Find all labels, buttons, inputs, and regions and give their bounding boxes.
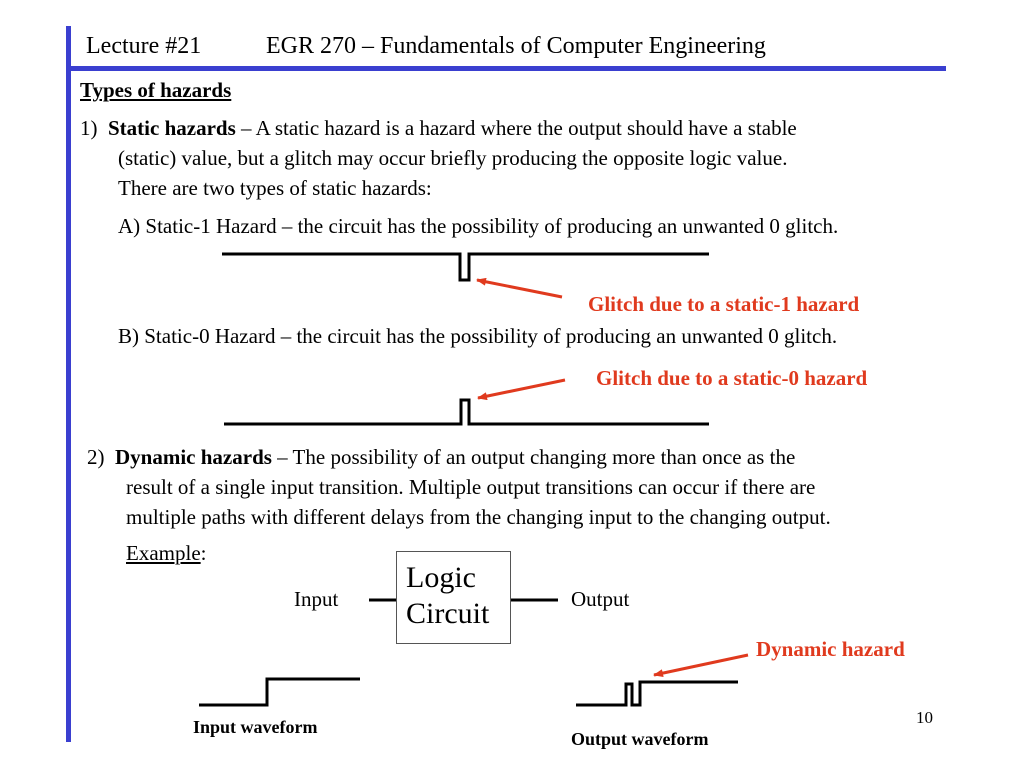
example-label: Example: [126,541,206,566]
glitch-static-1-label: Glitch due to a static-1 hazard [588,292,860,316]
static-0-glitch-waveform [224,398,709,426]
output-waveform-label: Output waveform [571,729,709,749]
dynamic-number: 2) [87,445,105,469]
static-number: 1) [80,116,98,140]
static-line-3: There are two types of static hazards: [118,176,432,200]
static-line1-rest: – A static hazard is a hazard where the … [235,116,797,140]
logic-circuit-box: Logic Circuit [396,551,511,644]
static-term: Static hazards [108,116,236,140]
glitch-static-0-label: Glitch due to a static-0 hazard [596,366,868,390]
input-waveform-label: Input waveform [193,717,318,737]
dynamic-line-3: multiple paths with different delays fro… [126,505,831,529]
page-number: 10 [916,708,933,727]
section-title: Types of hazards [80,78,232,102]
red-arrow-icon [653,653,749,678]
dynamic-line-1: 2) Dynamic hazards – The possibility of … [87,442,992,472]
left-accent-bar [66,26,71,742]
dynamic-line1-rest: – The possibility of an output changing … [271,445,796,469]
logic-box-line-2: Circuit [406,597,490,630]
dynamic-term: Dynamic hazards [115,445,272,469]
static-0-description: B) Static-0 Hazard – the circuit has the… [118,324,838,348]
dynamic-hazard-label: Dynamic hazard [756,637,905,661]
dynamic-hazards-paragraph: 2) Dynamic hazards – The possibility of … [87,442,992,532]
lecture-number: Lecture #21 [86,33,202,59]
example-word: Example [126,541,201,565]
logic-box-line-1: Logic [406,561,476,594]
red-arrow-icon [476,277,563,299]
static-1-description: A) Static-1 Hazard – the circuit has the… [118,214,839,238]
header-underline-bar [66,66,946,71]
output-label: Output [571,587,630,611]
red-arrow-icon [477,378,566,401]
static-hazards-paragraph: 1) Static hazards – A static hazard is a… [80,113,960,203]
input-step-waveform [199,677,360,707]
output-dynamic-waveform [576,680,738,707]
course-title: EGR 270 – Fundamentals of Computer Engin… [266,33,766,59]
example-colon: : [200,541,207,565]
static-line-2: (static) value, but a glitch may occur b… [118,146,788,170]
dynamic-line-2: result of a single input transition. Mul… [126,475,816,499]
input-label: Input [294,587,339,611]
static-line-1: 1) Static hazards – A static hazard is a… [80,113,960,143]
static-1-glitch-waveform [222,252,709,282]
